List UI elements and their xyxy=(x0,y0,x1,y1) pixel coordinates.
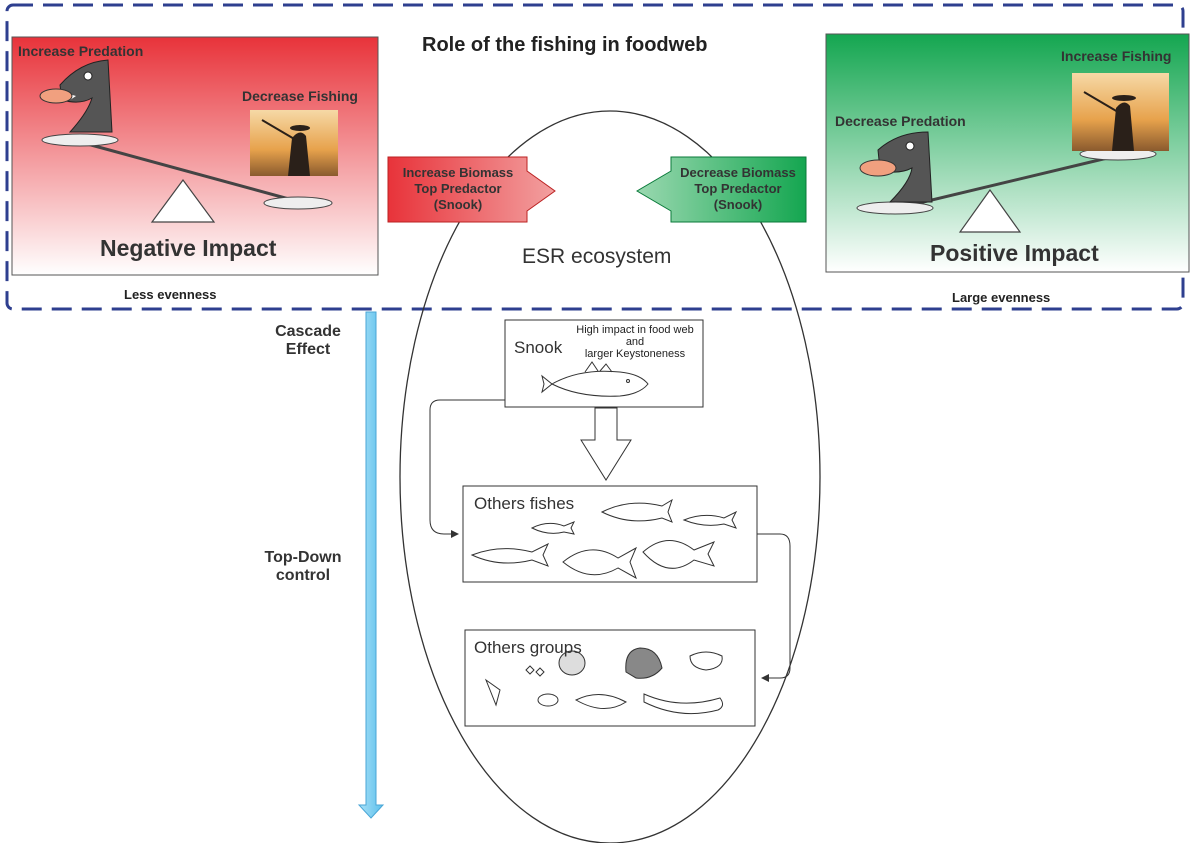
decrease-biomass-line3: (Snook) xyxy=(713,197,763,212)
decrease-biomass-line1: Decrease Biomass xyxy=(680,165,796,180)
other-fishes-box xyxy=(462,485,758,583)
increase-biomass-line3: (Snook) xyxy=(433,197,483,212)
fisherman-photo-right xyxy=(1072,73,1169,151)
esr-ecosystem-ellipse xyxy=(399,110,821,843)
snook-note-line2: and xyxy=(625,336,645,348)
left-fishing-label: Decrease Fishing xyxy=(242,88,358,104)
diagram-title: Role of the fishing in foodweb xyxy=(422,34,708,56)
other-groups-box xyxy=(464,629,756,727)
snook-fish-icon xyxy=(541,361,649,397)
fish-icons-group xyxy=(470,498,738,580)
snook-to-fishes-connector xyxy=(429,399,505,538)
cascade-label-line2: Effect xyxy=(285,341,331,358)
other-groups-title: Others groups xyxy=(474,638,582,657)
invertebrate-icons-group xyxy=(484,647,724,715)
other-fishes-title: Others fishes xyxy=(474,494,575,513)
cascade-effect-label: Cascade Effect xyxy=(262,323,354,359)
less-evenness-label: Less evenness xyxy=(124,287,217,302)
snook-note: High impact in food web and larger Keyst… xyxy=(570,324,700,360)
left-predation-label: Increase Predation xyxy=(18,43,144,59)
snook-title: Snook xyxy=(514,338,563,357)
topdown-label-line1: Top-Down xyxy=(264,549,342,566)
increase-biomass-line2: Top Predactor xyxy=(414,181,502,196)
large-evenness-label: Large evenness xyxy=(952,290,1051,305)
snook-down-arrow xyxy=(580,407,632,481)
cascade-arrow xyxy=(357,311,385,819)
increase-biomass-line1: Increase Biomass xyxy=(402,165,514,180)
increase-biomass-label: Increase Biomass Top Predactor (Snook) xyxy=(390,165,526,213)
right-predation-label: Decrease Predation xyxy=(835,113,966,129)
top-down-control-label: Top-Down control xyxy=(254,549,352,585)
positive-impact-label: Positive Impact xyxy=(930,240,1099,266)
topdown-label-line2: control xyxy=(275,567,331,584)
decrease-biomass-line2: Top Predactor xyxy=(694,181,782,196)
cascade-label-line1: Cascade xyxy=(275,323,341,340)
negative-balance-scale xyxy=(39,59,333,223)
fisherman-photo-left xyxy=(250,110,338,176)
dashed-frame xyxy=(5,3,1185,311)
negative-impact-label: Negative Impact xyxy=(100,235,277,261)
decrease-biomass-label: Decrease Biomass Top Predactor (Snook) xyxy=(670,165,806,213)
decrease-biomass-arrow xyxy=(636,156,807,223)
right-fishing-label: Increase Fishing xyxy=(1061,48,1172,64)
snook-note-line1: High impact in food web xyxy=(576,324,694,336)
increase-biomass-arrow xyxy=(387,156,556,223)
ecosystem-label: ESR ecosystem xyxy=(522,245,672,268)
snook-note-line3: larger Keystoneness xyxy=(584,348,686,360)
fishes-to-groups-connector xyxy=(757,533,791,682)
snook-box xyxy=(504,319,704,408)
